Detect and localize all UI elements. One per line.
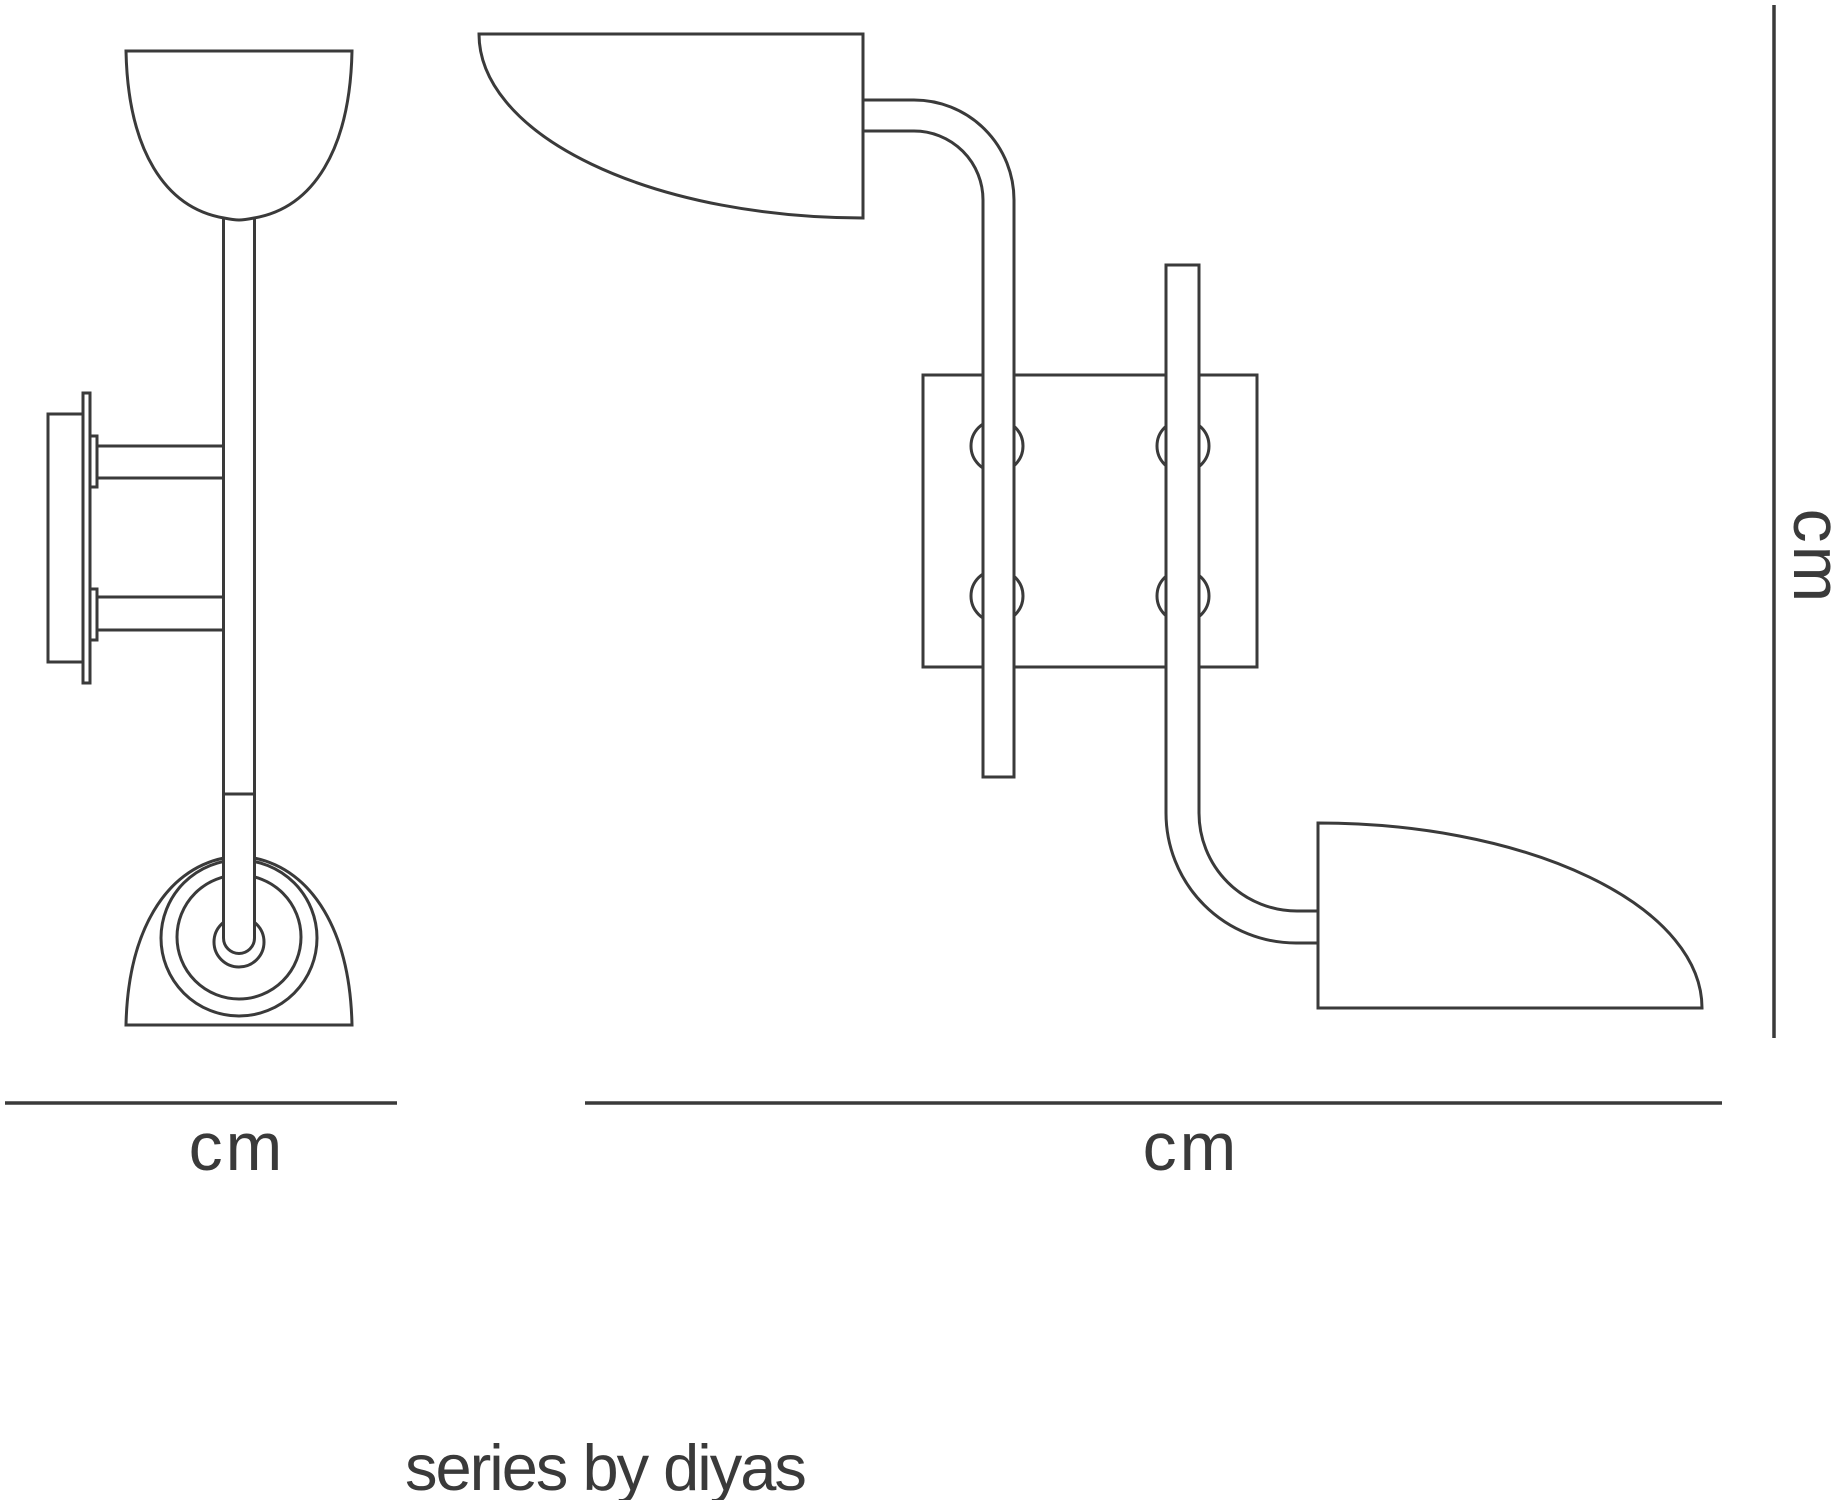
height-label: cm <box>1779 509 1835 606</box>
front-view <box>477 32 1704 1010</box>
side-view <box>46 49 354 1027</box>
side-wall-backplate <box>81 391 92 685</box>
width-label-left: cm <box>189 1109 286 1185</box>
front-mount-plate <box>921 373 1259 669</box>
side-stem-rod <box>222 210 256 955</box>
side-lower-arm <box>95 595 225 632</box>
side-upper-arm <box>95 444 225 480</box>
side-bowl-shade <box>124 49 354 222</box>
series-caption: series by diyas <box>405 1431 805 1500</box>
front-top-shade <box>477 32 865 220</box>
front-upper-arm-tube <box>861 98 1016 779</box>
front-lower-arm-tube <box>1164 263 1320 945</box>
dimensions: cm cm cm <box>5 5 1835 1185</box>
front-bottom-shade <box>1316 821 1704 1010</box>
width-label-right: cm <box>1143 1109 1240 1185</box>
side-mount-box <box>46 412 85 664</box>
